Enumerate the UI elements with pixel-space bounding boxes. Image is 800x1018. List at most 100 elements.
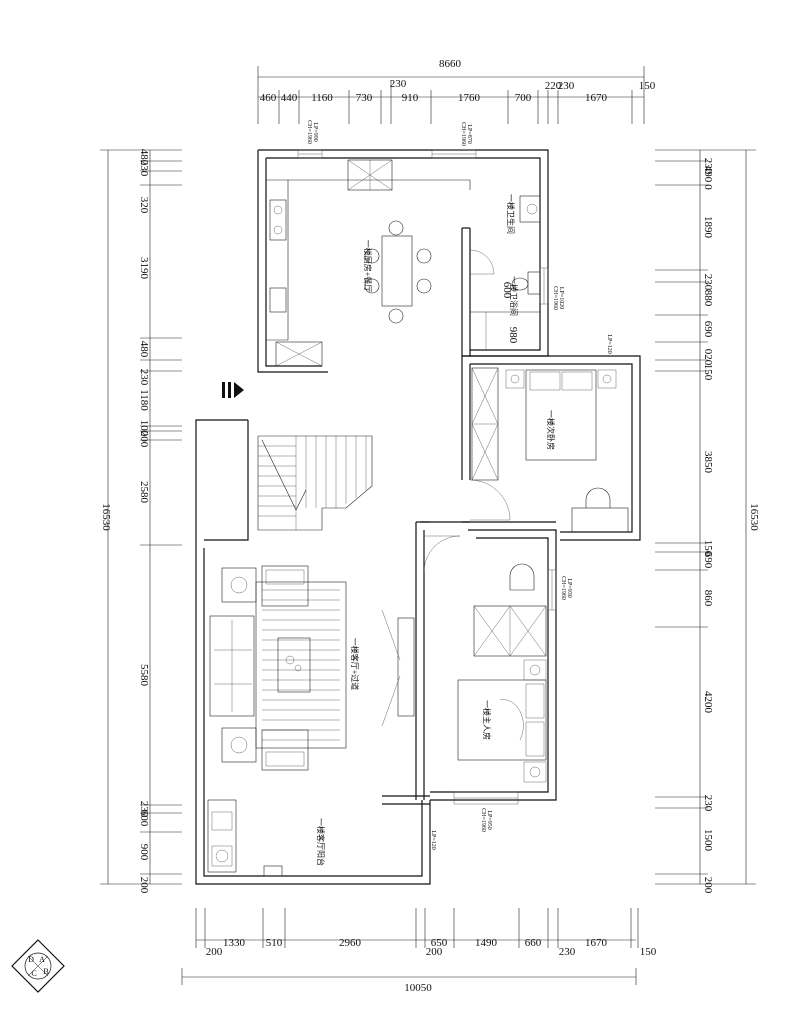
side-table xyxy=(221,567,257,603)
top-dimension: 150 xyxy=(639,80,656,92)
bath-dimension: 980 xyxy=(507,327,519,344)
toilet xyxy=(527,271,541,295)
bottom-dimensions: 200 1330 510 2960 200 650 1490 660 230 1… xyxy=(181,908,657,994)
top-dimension: 910 xyxy=(402,92,419,104)
bottom-total-dimension: 10050 xyxy=(404,982,432,994)
room-label-second-bedroom: 一楼次卧房 xyxy=(546,410,556,450)
right-dimension: 4200 xyxy=(702,691,714,714)
window-note: LP=990 xyxy=(312,122,318,141)
right-dimension: 020 xyxy=(702,349,714,366)
room-label-toilet-area: 一楼卫生间 xyxy=(506,194,516,234)
kitchen-sink xyxy=(269,287,287,313)
left-dimension: 1180 xyxy=(138,389,150,411)
right-dimension: 150 xyxy=(702,540,714,557)
right-dimension: 860 xyxy=(702,590,714,607)
bottom-dimension: 2960 xyxy=(339,937,362,949)
right-dimensions: 16530 230 490 0 1890 230 880 690 020 150… xyxy=(655,149,760,894)
right-dimension: 490 xyxy=(702,166,714,183)
left-dimension: 230 xyxy=(138,801,150,818)
right-dimension: 150 xyxy=(702,364,714,381)
left-dimension: 480 xyxy=(138,149,150,166)
bottom-dimension: 1670 xyxy=(585,937,608,949)
rug xyxy=(255,581,347,749)
left-dimension: 230 xyxy=(138,160,150,177)
entry-arrow-icon xyxy=(222,382,244,398)
left-dimension: 100 xyxy=(138,420,150,437)
right-dimension: 230 xyxy=(702,274,714,291)
right-dimension: 0 xyxy=(702,184,714,190)
stove xyxy=(269,199,287,241)
side-table xyxy=(221,727,257,763)
top-dimension: 440 xyxy=(281,92,298,104)
left-dimensions: 16530 480 230 320 3190 480 230 1180 100 … xyxy=(100,149,182,894)
living-room: 一楼客厅+过道 一楼客厅阳台 xyxy=(207,382,461,877)
top-dimension: 1760 xyxy=(458,92,481,104)
top-dimension: 730 xyxy=(356,92,373,104)
right-dimension: 690 xyxy=(702,552,714,569)
bottom-dimension: 150 xyxy=(640,946,657,958)
right-dimension: 1500 xyxy=(702,829,714,852)
windows xyxy=(297,149,557,805)
right-dimension: 880 xyxy=(702,290,714,307)
right-total-dimension: 16530 xyxy=(748,503,760,531)
bottom-dimension: 660 xyxy=(525,937,542,949)
dining-table xyxy=(381,235,413,307)
bottom-dimension: 200 xyxy=(426,946,443,958)
top-total-dimension: 8660 xyxy=(439,58,462,70)
compass-label: A xyxy=(39,955,45,964)
window-note: LP=120 xyxy=(430,830,436,849)
top-dimension: 700 xyxy=(515,92,532,104)
sofa xyxy=(209,615,255,717)
room-label-bathroom: 一楼卫浴间 xyxy=(509,276,519,316)
bed xyxy=(457,679,547,761)
window-notes: CH=1960 LP=990 CH=1960 LP=870 CH=1960 LP… xyxy=(306,120,612,850)
armchair xyxy=(261,565,309,607)
top-dimension: 1670 xyxy=(585,92,608,104)
shoe-cabinet xyxy=(207,799,237,873)
tv-cabinet xyxy=(397,617,415,717)
left-dimension: 3190 xyxy=(138,257,150,280)
second-bedroom: 一楼次卧房 xyxy=(469,367,629,533)
room-label-kitchen-dining: 一楼厨房+餐厅 xyxy=(363,240,373,293)
top-dimension: 460 xyxy=(260,92,277,104)
room-label-master-bedroom: 一楼主人房 xyxy=(482,700,492,740)
top-dimension: 220 xyxy=(545,80,562,92)
left-dimension: 200 xyxy=(138,431,150,448)
compass-label: D xyxy=(28,955,34,964)
window-note: CH=1960 xyxy=(552,286,558,310)
window-note: LP=870 xyxy=(466,124,472,143)
right-dimension: 200 xyxy=(702,877,714,894)
washbasin xyxy=(519,195,541,223)
top-dimension: 230 xyxy=(558,80,575,92)
top-dimensions: 8660 230 460 440 1160 730 910 1760 700 2… xyxy=(257,58,656,124)
coffee-table xyxy=(277,637,311,693)
right-dimension: 3850 xyxy=(702,451,714,474)
left-dimension: 5580 xyxy=(138,664,150,687)
left-dimension: 480 xyxy=(138,341,150,358)
bottom-dimension: 650 xyxy=(431,937,448,949)
right-dimension: 1890 xyxy=(702,216,714,239)
bottom-dimension: 1490 xyxy=(475,937,498,949)
left-total-dimension: 16530 xyxy=(100,503,112,531)
left-dimension: 600 xyxy=(138,810,150,827)
bed xyxy=(525,369,597,461)
window-note: LP=120 xyxy=(606,334,612,353)
armchair xyxy=(261,729,309,771)
bath-dimension: 600 xyxy=(501,282,513,299)
left-dimension: 230 xyxy=(138,369,150,386)
left-dimension: 200 xyxy=(138,877,150,894)
storage-cabinet xyxy=(275,341,323,367)
top-small-dimension: 230 xyxy=(390,78,407,90)
top-dimension: 1160 xyxy=(311,92,333,104)
room-label-entrance: 一楼客厅阳台 xyxy=(316,818,326,866)
walls xyxy=(195,149,641,885)
window-note: CH=1960 xyxy=(460,122,466,146)
left-dimension: 900 xyxy=(138,844,150,861)
right-dimension: 230 xyxy=(702,158,714,175)
window-note: CH=1960 xyxy=(306,120,312,144)
compass-label: B xyxy=(43,967,48,976)
bathroom: 一楼卫生间 一楼卫浴间 600 980 xyxy=(469,194,541,350)
window-note: LP=950 xyxy=(486,810,492,829)
bottom-dimension: 200 xyxy=(206,946,223,958)
